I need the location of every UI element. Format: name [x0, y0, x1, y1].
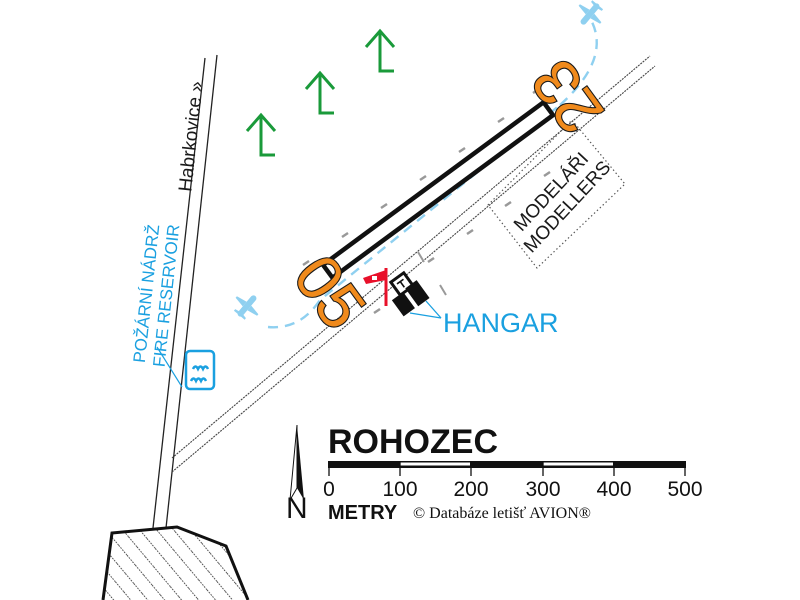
scale-tick-300: 300 [525, 478, 560, 501]
road-label: Habrkovice » [175, 80, 207, 192]
svg-text:N: N [286, 492, 308, 525]
obstacle-arrows [245, 28, 396, 157]
plane-icon-northeast [578, 0, 604, 25]
scale-units: METRY [328, 502, 398, 524]
airfield-title: ROHOZEC [328, 423, 498, 461]
svg-text:05: 05 [280, 242, 380, 342]
runway-designator-05: 05 [279, 241, 381, 343]
scale-tick-100: 100 [382, 478, 417, 501]
fire-reservoir-label: POŽÁRNÍ NÁDRŽ FIRE RESERVOIR [130, 223, 184, 367]
obstacle-arrow-icon [304, 70, 336, 115]
scale-bar: 0 100 200 300 400 500 [323, 461, 703, 501]
runway [319, 99, 557, 281]
water-icon [184, 349, 216, 391]
modellers-label: MODELÁŘI MODELLERS [509, 148, 615, 257]
plane-icon-southwest [233, 295, 259, 320]
runway-strip-markers [302, 87, 551, 315]
obstacle-arrow-icon [245, 112, 277, 157]
hangar-leader-lines [409, 300, 442, 319]
scale-tick-400: 400 [596, 478, 631, 501]
scale-tick-200: 200 [453, 478, 488, 501]
obstacle-arrow-icon [364, 28, 396, 73]
traffic-circuit [267, 21, 598, 329]
hatched-area [101, 525, 250, 600]
fire-reservoir-leader [156, 346, 183, 388]
windsock-icon [363, 268, 388, 306]
scale-tick-0: 0 [323, 478, 335, 501]
hangar-buildings [388, 270, 430, 317]
hangar-label: HANGAR [443, 308, 559, 338]
svg-text:Habrkovice »: Habrkovice » [175, 80, 207, 192]
access-road [171, 55, 656, 473]
north-arrow: N [286, 424, 308, 525]
scale-tick-500: 500 [667, 478, 702, 501]
copyright: © Databáze letišť AVION® [413, 505, 591, 522]
main-road [152, 54, 218, 529]
